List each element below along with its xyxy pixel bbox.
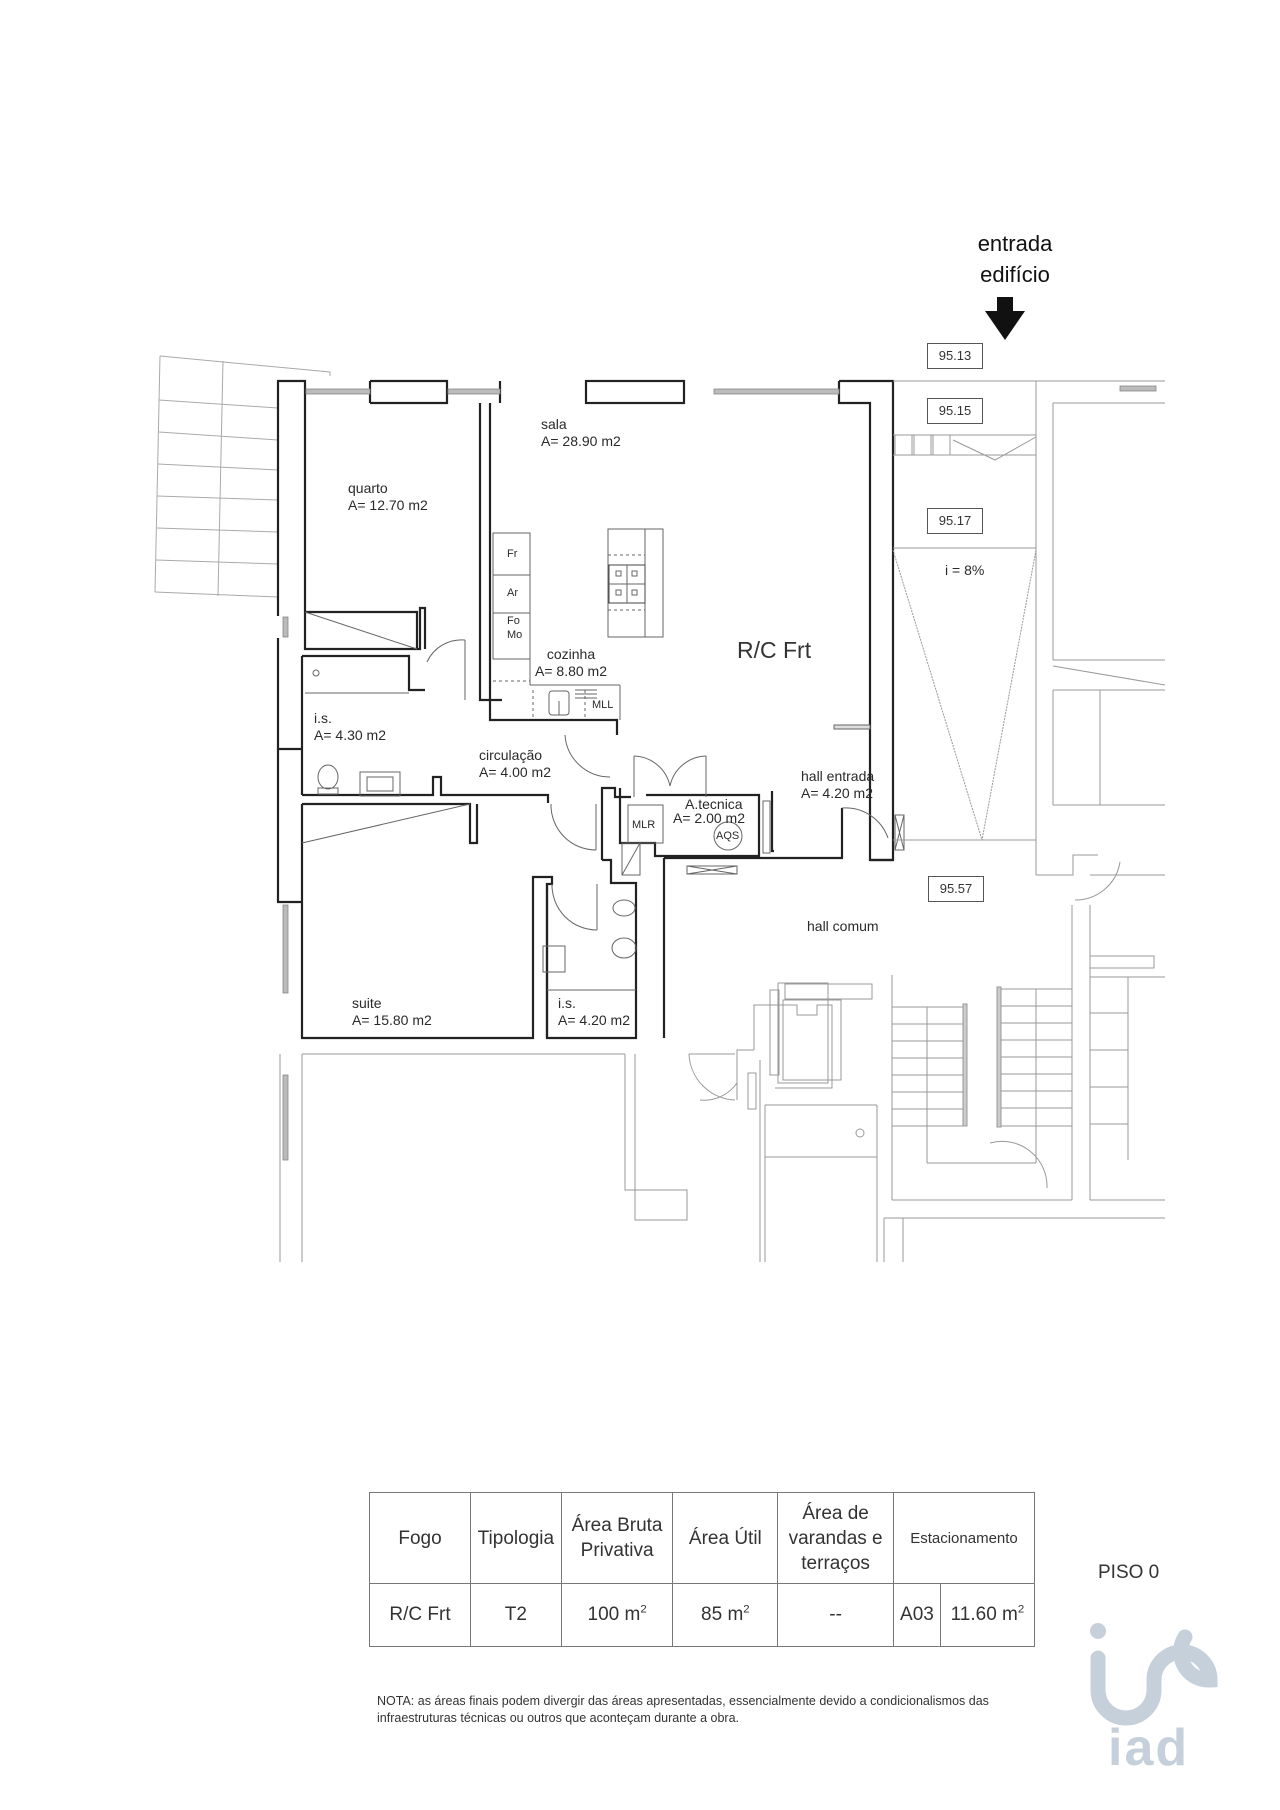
cell-estac-area: 11.60 m2 (939, 1583, 1036, 1647)
cell-tipologia: T2 (470, 1583, 562, 1647)
room-quarto: quarto A= 12.70 m2 (348, 480, 428, 514)
building-entrance-label: entrada edifício (955, 228, 1075, 290)
unit-title: R/C Frt (737, 637, 812, 663)
level-marker: 95.17 (927, 508, 983, 534)
room-name: sala (541, 416, 567, 432)
room-is-1: i.s. A= 4.30 m2 (314, 710, 386, 744)
header-varandas-line3: terraços (801, 1552, 870, 1574)
terrace-grid (154, 355, 331, 598)
appliance-oven-label: Fo (507, 615, 520, 627)
cell-area-util: 85 m2 (672, 1583, 779, 1647)
room-area: A= 12.70 m2 (348, 497, 428, 513)
value: 85 m (701, 1604, 744, 1625)
table-row: R/C Frt T2 100 m2 85 m2 -- A03 11.60 m2 (368, 1583, 1036, 1647)
building-structure (279, 380, 1166, 1262)
level-marker: 95.57 (928, 876, 984, 902)
equipment-mlr-label: MLR (632, 819, 656, 831)
ramp-slope-label: i = 8% (945, 562, 985, 578)
room-suite: suite A= 15.80 m2 (352, 995, 432, 1029)
cell-lugar: A03 (893, 1583, 941, 1647)
header-fogo: Fogo (368, 1492, 472, 1584)
room-name: quarto (348, 480, 388, 496)
room-name: cozinha (546, 646, 596, 662)
unit-sup: 2 (1017, 1603, 1025, 1616)
appliance-dishwasher-label: MLL (592, 699, 614, 711)
room-sala: sala A= 28.90 m2 (541, 416, 621, 450)
unit-sup: 2 (640, 1603, 647, 1616)
room-circulacao: circulação A= 4.00 m2 (479, 747, 551, 781)
header-area-util: Área Útil (672, 1492, 779, 1584)
room-is-2: i.s. A= 4.20 m2 (558, 995, 630, 1029)
windows (282, 385, 1157, 1161)
room-area: A= 15.80 m2 (352, 1012, 432, 1028)
room-name: circulação (479, 747, 543, 763)
room-a-tecnica: A.tecnica A= 2.00 m2 (673, 797, 745, 825)
value: 11.60 m (950, 1604, 1018, 1625)
cell-area-bruta: 100 m2 (560, 1583, 674, 1647)
room-hall-entrada: hall entrada A= 4.20 m2 (801, 768, 874, 802)
header-tipologia: Tipologia (470, 1492, 562, 1584)
common-hall-label: hall comum (807, 918, 879, 934)
room-area: A= 2.00 m2 (673, 810, 745, 826)
room-area: A= 4.20 m2 (558, 1012, 630, 1028)
room-name: i.s. (314, 710, 332, 726)
unit-summary-table: Fogo Tipologia Área Bruta Privativa Área… (368, 1492, 1036, 1647)
arrow-down-icon (985, 297, 1025, 340)
room-name: i.s. (558, 995, 576, 1011)
equipment-aqs-label: AQS (716, 830, 740, 842)
logo-text: iad (1108, 1719, 1190, 1777)
level-marker: 95.15 (927, 398, 983, 424)
fixtures (301, 528, 905, 991)
level-marker: 95.13 (927, 343, 983, 369)
entrance-line-2: edifício (980, 262, 1050, 287)
floor-label: PISO 0 (1098, 1562, 1160, 1583)
header-area-bruta-line1: Área Bruta (571, 1515, 663, 1536)
disclaimer-note: NOTA: as áreas finais podem divergir das… (377, 1694, 989, 1725)
header-estacionamento: Estacionamento (893, 1492, 1035, 1584)
appliance-ar-label: Ar (507, 587, 518, 599)
room-name: A.tecnica (685, 796, 743, 812)
header-area-bruta: Área Bruta Privativa (560, 1492, 674, 1584)
entrance-line-1: entrada (977, 231, 1053, 256)
appliance-fridge-label: Fr (507, 548, 518, 560)
room-cozinha: cozinha A= 8.80 m2 (535, 646, 607, 680)
room-area: A= 28.90 m2 (541, 433, 621, 449)
table-header-row: Fogo Tipologia Área Bruta Privativa Área… (368, 1492, 1035, 1584)
cell-varandas: -- (777, 1583, 894, 1647)
room-area: A= 4.00 m2 (479, 764, 551, 780)
room-area: A= 8.80 m2 (535, 663, 607, 679)
header-varandas: Área de varandas e terraços (777, 1492, 894, 1584)
iad-logo (1090, 1623, 1218, 1726)
header-varandas-line1: Área de (802, 1502, 869, 1524)
unit-sup: 2 (743, 1603, 750, 1616)
appliance-microwave-label: Mo (507, 629, 523, 641)
room-name: hall entrada (801, 768, 875, 784)
header-varandas-line2: varandas e (788, 1527, 883, 1549)
room-area: A= 4.30 m2 (314, 727, 386, 743)
room-area: A= 4.20 m2 (801, 785, 873, 801)
value: 100 m (587, 1604, 641, 1625)
room-name: suite (352, 995, 382, 1011)
cell-fogo: R/C Frt (368, 1583, 472, 1647)
header-area-bruta-line2: Privativa (580, 1540, 654, 1561)
